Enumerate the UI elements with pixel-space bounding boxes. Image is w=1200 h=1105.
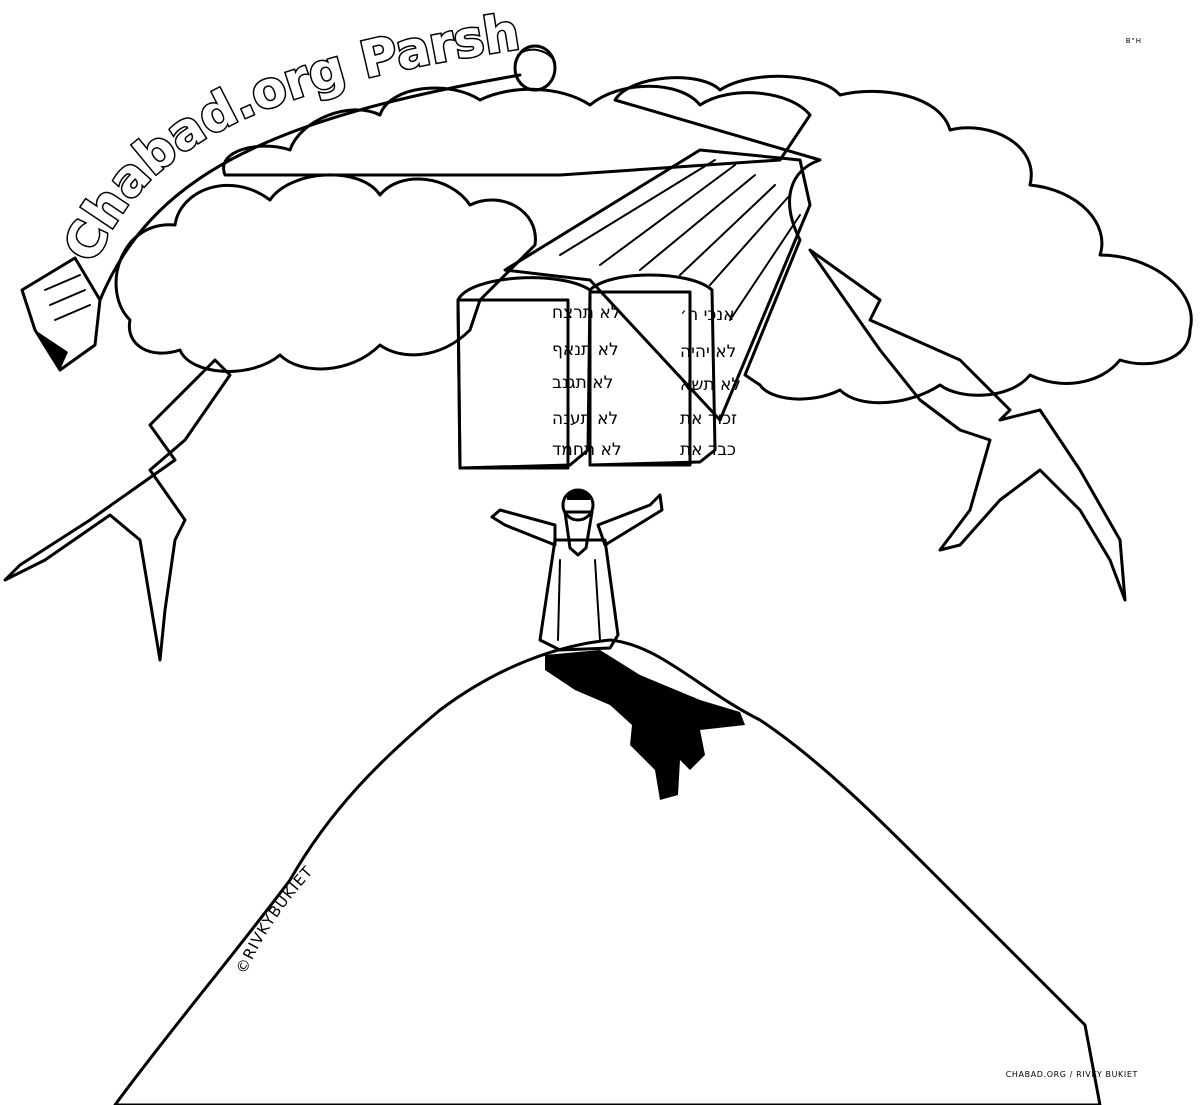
tablet-left-line-3: לא תגנב <box>552 373 613 393</box>
tablet-right-line-3: לא תשא <box>680 375 741 395</box>
mountain <box>113 638 1102 1105</box>
yarmulke-icon <box>513 44 557 92</box>
corner-mark: B"H <box>1125 37 1142 45</box>
credit-line: CHABAD.ORG / RIVKY BUKIET <box>1005 1070 1138 1079</box>
tablet-left-line-4: לא תענה <box>552 409 618 429</box>
tablet-right-line-5: כבד את <box>680 440 736 460</box>
moses-figure <box>490 488 664 652</box>
cloud-bank <box>114 74 1193 405</box>
tablet-left-line-5: לא תחמד <box>552 440 622 460</box>
lightning-bolt-left <box>3 358 232 662</box>
open-book-icon <box>20 256 102 372</box>
logo-text: Chabad.org Parsha <box>0 0 523 270</box>
tablet-left-line-1: לא תרצח <box>552 303 620 323</box>
chabad-parsha-logo: Chabad.org Parsha <box>0 0 557 372</box>
tablet-right-line-4: זכור את <box>680 409 737 429</box>
tablet-left-line-2: לא תנאף <box>552 340 619 360</box>
artist-signature: ©RIVKYBUKIET <box>232 862 317 976</box>
tablet-right-line-1: אנכי ה׳ <box>680 305 735 325</box>
lightning-bolt-right <box>808 248 1127 602</box>
figure-shadow <box>545 650 745 800</box>
tablet-left <box>456 276 592 470</box>
tablet-right <box>588 273 717 467</box>
tablet-right-line-2: לא יהיה <box>680 342 736 362</box>
light-beam <box>503 148 812 422</box>
